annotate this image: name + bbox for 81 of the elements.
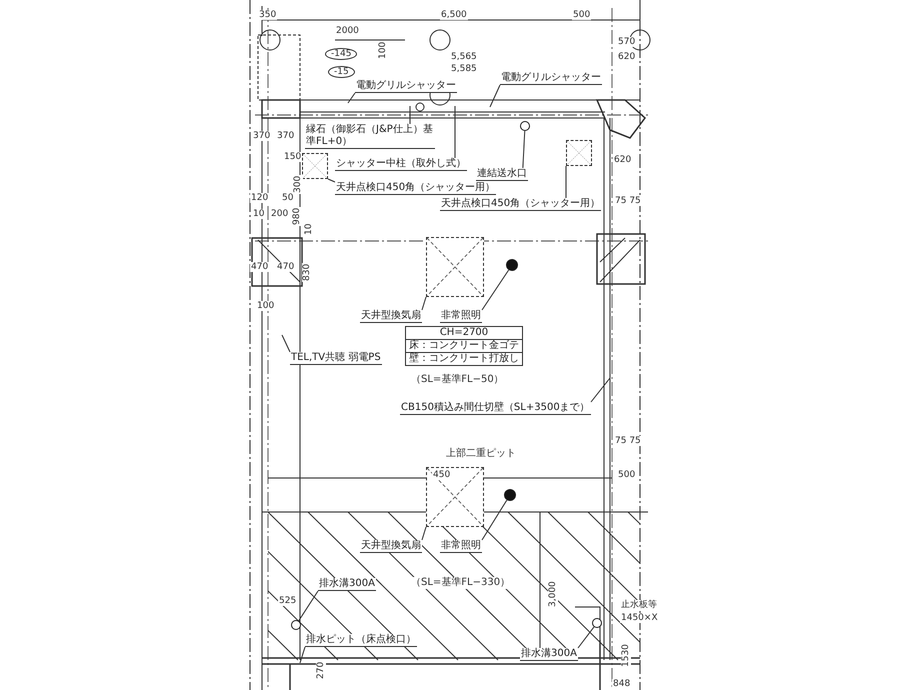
dimension-text: 2000 <box>335 26 360 36</box>
dimension-text: 150 <box>283 152 302 162</box>
dimension-text: 5,565 <box>450 52 478 62</box>
callout-label: 天井型換気扇 <box>360 540 422 553</box>
table-cell: 壁：コンクリート打放し <box>406 352 522 365</box>
inspection-hatch-symbol <box>426 237 484 297</box>
dimension-text: 100 <box>378 40 388 60</box>
dimension-text: 75 75 <box>614 196 642 206</box>
callout-label: TEL,TV共聴 弱電PS <box>290 352 382 365</box>
inspection-hatch-symbol <box>302 153 328 179</box>
light-dot-symbol <box>504 489 516 501</box>
callout-label: シャッター中柱（取外し式） <box>335 158 467 171</box>
dimension-text: 370 <box>276 131 296 141</box>
leader-line <box>482 500 508 540</box>
callout-label: CB150積込み間仕切壁（SL+3500まで） <box>400 402 591 415</box>
dimension-text: 50 <box>281 193 294 203</box>
callout-label: 天井点検口450角（シャッター用） <box>335 182 496 195</box>
dimension-text: 270 <box>316 660 326 680</box>
dimension-text: 570 <box>617 37 636 47</box>
inspection-hatch-symbol <box>566 140 592 166</box>
outlet-symbol <box>520 121 530 131</box>
callout-label: 天井点検口450角（シャッター用） <box>440 198 602 211</box>
table-cell-text: CH=2700 <box>438 327 490 339</box>
dimension-text: 450 <box>432 470 452 480</box>
leader-line <box>282 334 290 352</box>
callout-label: 排水ピット（床点検口） <box>305 634 417 647</box>
dimension-text: 620 <box>617 52 636 62</box>
dimension-text: 500 <box>617 470 636 480</box>
callout-label: 連結送水口 <box>476 168 528 181</box>
dimension-text: 470 <box>250 262 270 272</box>
dimension-text: 75 75 <box>614 436 642 446</box>
leader-line <box>482 270 510 310</box>
dimension-text: 10 <box>252 209 266 219</box>
leader-line <box>348 92 356 104</box>
callout-label: 排水溝300A <box>318 578 376 591</box>
dimension-text: 620 <box>613 155 632 165</box>
dimension-text: 370 <box>252 131 272 141</box>
outlet-symbol <box>291 620 301 630</box>
dimension-text: 6,500 <box>440 10 468 20</box>
dimension-text: 470 <box>276 262 296 272</box>
dimension-text: -15 <box>328 66 355 78</box>
leader-line <box>298 590 318 622</box>
leader-line <box>590 378 610 402</box>
dimension-text: 500 <box>572 10 592 20</box>
dimension-text: 980 <box>292 206 302 226</box>
callout-label: 天井型換気扇 <box>360 310 422 323</box>
table-cell: 床：コンクリート金ゴテ <box>406 339 522 352</box>
outlet-symbol <box>592 618 602 628</box>
dimension-text: 848 <box>612 679 632 689</box>
leader-line <box>454 106 456 158</box>
dimension-text: 1530 <box>621 643 631 668</box>
leader-line <box>300 646 306 664</box>
callout-label: 排水溝300A <box>520 648 578 661</box>
dimension-text: 1450×X <box>620 613 659 623</box>
room-note: 上部二重ピット <box>445 448 517 460</box>
inspection-hatch-symbol <box>426 467 484 527</box>
leader-line <box>490 84 500 108</box>
dimension-text: 10 <box>304 222 314 236</box>
dimension-text: 350 <box>258 10 278 20</box>
callout-label: 非常照明 <box>440 540 482 553</box>
light-dot-symbol <box>506 259 518 271</box>
dimension-text: 止水板等 <box>620 600 658 610</box>
leader-line <box>522 130 526 168</box>
leader-line <box>422 526 426 540</box>
dimension-text: 120 <box>250 193 270 203</box>
dimension-text: 5,585 <box>450 64 478 74</box>
leader-line <box>578 626 594 648</box>
leader-line <box>422 296 426 310</box>
room-info-table <box>405 326 523 366</box>
callout-label: 電動グリルシャッター <box>355 80 457 93</box>
dimension-text: 100 <box>256 301 276 311</box>
dimension-text: 830 <box>302 262 312 282</box>
dimension-text: 300 <box>293 174 303 194</box>
dimension-text: 3,000 <box>548 580 558 608</box>
callout-label: 非常照明 <box>440 310 482 323</box>
dimension-text: 525 <box>278 596 298 606</box>
leader-line <box>328 178 336 182</box>
dimension-text: 200 <box>270 209 290 219</box>
callout-label: 縁石（御影石（J&P仕上）基準FL+0） <box>305 124 435 149</box>
callout-label: 電動グリルシャッター <box>500 72 602 85</box>
dimension-text: -145 <box>325 48 358 60</box>
